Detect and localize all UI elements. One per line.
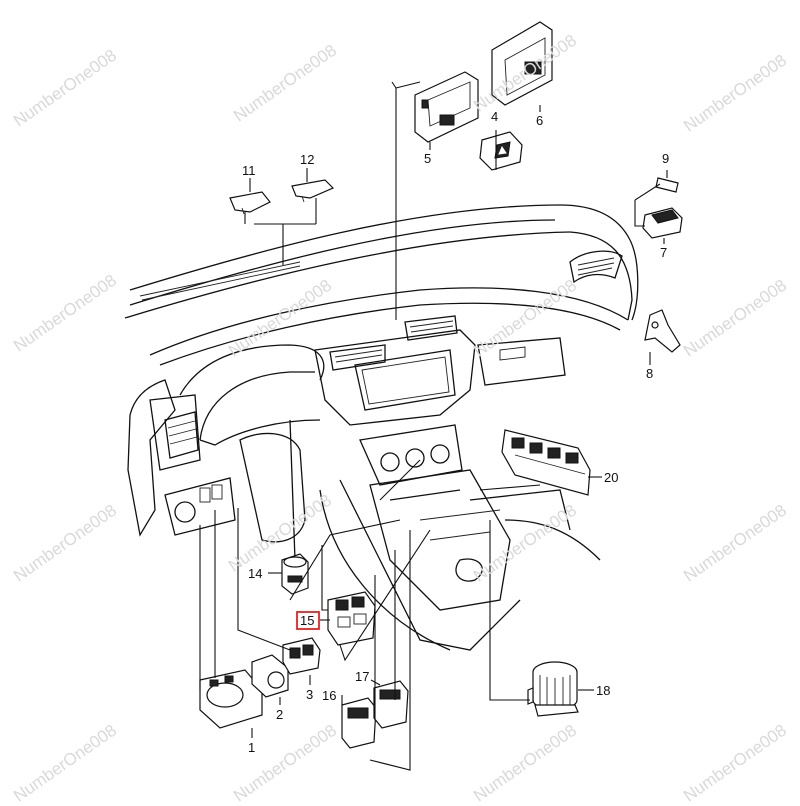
part-9-clip: [655, 177, 679, 193]
callout-9: 9: [662, 151, 669, 166]
callout-15: 15: [300, 613, 314, 628]
part-12-cover: [291, 179, 335, 203]
part-2-switch: [251, 654, 289, 698]
part-16-switch: [341, 697, 377, 749]
leader-lines: [199, 81, 668, 771]
callout-1: 1: [248, 740, 255, 755]
callout-12: 12: [300, 152, 314, 167]
part-5-panel: [414, 71, 479, 143]
part-20-switch-bank: [501, 429, 591, 496]
callout-17: 17: [355, 669, 369, 684]
callout-14: 14: [248, 566, 262, 581]
part-8-bracket: [644, 309, 681, 353]
callout-18: 18: [596, 683, 610, 698]
part-3-switch: [282, 637, 321, 675]
callout-20: 20: [604, 470, 618, 485]
callout-15-highlight-box: [296, 611, 320, 630]
callout-5: 5: [424, 151, 431, 166]
part-15-switch-block: [327, 591, 376, 646]
part-7-switch: [642, 207, 683, 239]
dashboard-body: [124, 204, 639, 651]
callout-2: 2: [276, 707, 283, 722]
part-18-rotary-knob: [527, 661, 579, 717]
part-17-switch: [373, 680, 409, 729]
callout-4: 4: [491, 109, 498, 124]
callout-7: 7: [660, 245, 667, 260]
part-14-button: [281, 553, 309, 595]
callout-labels: 1 2 3 4 5 6 7 8 9 11 12 14 15 16 17 18 2…: [242, 109, 669, 755]
callout-16: 16: [322, 688, 336, 703]
callout-6: 6: [536, 113, 543, 128]
part-4-hazard-switch: [479, 131, 523, 171]
callout-3: 3: [306, 687, 313, 702]
part-6-panel: [491, 21, 553, 106]
part-11-cover: [229, 191, 271, 215]
callout-11: 11: [242, 163, 256, 178]
callout-8: 8: [646, 366, 653, 381]
